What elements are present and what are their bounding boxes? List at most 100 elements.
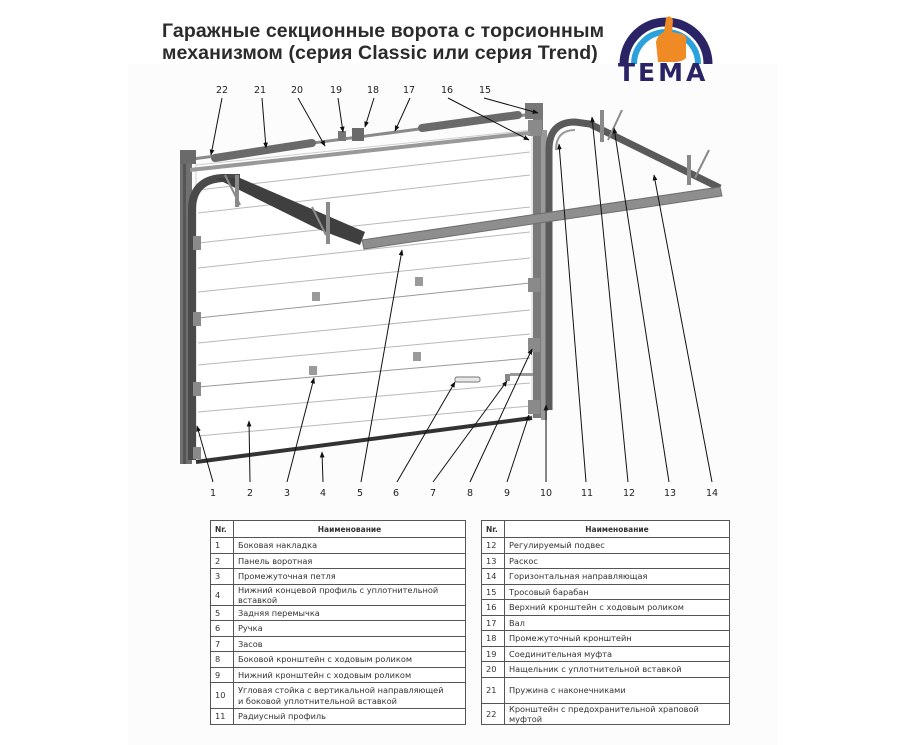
row-name: Промежуточный кронштейн [504,630,730,647]
row-name: Боковой кронштейн с ходовым роликом [233,651,466,668]
callout-1: 1 [210,488,216,499]
header-nr: Nr. [210,520,234,538]
garage-door-diagram: 22 21 20 19 18 17 16 15 1 2 3 4 5 6 7 8 … [180,85,723,499]
callout-2: 2 [247,488,253,499]
callout-16: 16 [441,85,453,96]
row-nr: 16 [481,599,505,616]
row-nr: 3 [210,568,234,585]
row-name: Пружина с наконечниками [504,676,730,704]
logo-text: ТЕМА [618,58,709,87]
callout-8: 8 [467,488,473,499]
row-name: Регулируемый подвес [504,537,730,554]
row-name: Радиусный профиль [233,708,466,725]
row-nr: 11 [210,708,234,725]
callout-13: 13 [664,488,676,499]
callout-9: 9 [504,488,510,499]
row-name: Угловая стойка с вертикальной направляющ… [233,682,466,709]
row-nr: 17 [481,614,505,631]
row-nr: 21 [481,676,505,704]
row-nr: 13 [481,552,505,569]
row-name: Нижний кронштейн с ходовым роликом [233,666,466,683]
row-nr: 12 [481,537,505,554]
row-nr: 4 [210,583,234,606]
callout-5: 5 [357,488,363,499]
table-header-row: Nr. Наименование [481,520,730,538]
table-header-row: Nr. Наименование [210,520,466,538]
row-name: Вал [504,614,730,631]
torsion-shaft [180,103,543,164]
callout-19: 19 [330,85,342,96]
row-name-line-2: и боковой уплотнительной вставкой [238,695,397,706]
callout-3: 3 [284,488,290,499]
row-nr: 5 [210,604,234,621]
row-nr: 22 [481,702,505,725]
row-nr: 18 [481,630,505,647]
header-nr: Nr. [481,520,505,538]
row-name: Соединительная муфта [504,645,730,662]
row-name-line-1: Угловая стойка с вертикальной направляющ… [238,684,444,695]
row-nr: 8 [210,651,234,668]
row-name: Горизонтальная направляющая [504,568,730,585]
row-nr: 15 [481,583,505,600]
row-name: Раскос [504,552,730,569]
row-name: Тросовый барабан [504,583,730,600]
callout-12: 12 [623,488,635,499]
row-nr: 9 [210,666,234,683]
row-name: Промежуточная петля [233,568,466,585]
header-seal [189,131,531,172]
callout-10: 10 [540,488,552,499]
header-name: Наименование [233,520,466,538]
door-panel [195,129,540,461]
callout-21: 21 [254,85,266,96]
callout-18: 18 [367,85,379,96]
row-name: Кронштейн с предохранительной храповой м… [504,702,730,725]
row-nr: 1 [210,537,234,554]
row-nr: 10 [210,682,234,709]
row-nr: 2 [210,552,234,569]
title-line-2: механизмом (серия Classic или серия Tren… [162,42,598,64]
row-name: Боковая накладка [233,537,466,554]
right-horizontal-track [545,109,722,410]
title-line-1: Гаражные секционные ворота с торсионным [162,20,605,42]
callout-20: 20 [291,85,303,96]
table-row: 10 Угловая стойка с вертикальной направля… [210,682,466,709]
callout-15: 15 [479,85,491,96]
row-name: Нижний концевой профиль с уплотнительной… [233,583,466,606]
callout-14: 14 [706,488,718,499]
row-name: Панель воротная [233,552,466,569]
row-name: Ручка [233,620,466,637]
callout-7: 7 [430,488,436,499]
row-nr: 14 [481,568,505,585]
callout-11: 11 [581,488,593,499]
page-title: Гаражные секционные ворота с торсионным … [162,20,604,64]
row-nr: 20 [481,661,505,678]
row-name: Верхний кронштейн с ходовым роликом [504,599,730,616]
header-name: Наименование [504,520,730,538]
callout-17: 17 [403,85,415,96]
tema-logo-icon [619,16,713,65]
callout-6: 6 [393,488,399,499]
row-name: Нащельник с уплотнительной вставкой [504,661,730,678]
row-name: Задняя перемычка [233,604,466,621]
